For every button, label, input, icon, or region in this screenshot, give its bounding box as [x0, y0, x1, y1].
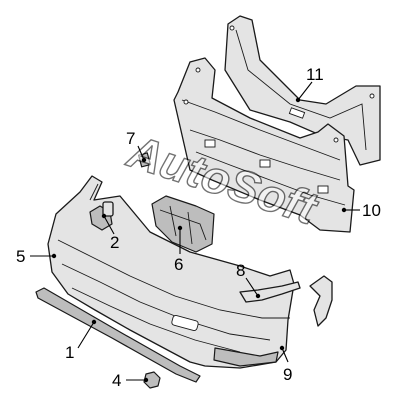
side-trim: [239, 281, 301, 303]
reinforcement-beam: [173, 57, 355, 233]
callout-9: 9: [283, 365, 292, 384]
callout-2: 2: [110, 233, 119, 252]
callout-4: 4: [112, 371, 121, 390]
callout-6: 6: [174, 255, 183, 274]
callout-11: 11: [306, 65, 324, 84]
nut: [143, 371, 161, 389]
lower-trim-strip: [35, 287, 201, 383]
callout-7: 7: [126, 129, 135, 148]
callout-5: 5: [16, 247, 25, 266]
callout-leaders: [30, 81, 360, 383]
callout-10: 10: [362, 201, 381, 220]
callout-1: 1: [65, 343, 74, 362]
corner-bracket: [309, 275, 333, 327]
callout-8: 8: [236, 261, 245, 280]
absorber-bracket: [151, 195, 215, 253]
mounting-bolt: [89, 201, 114, 231]
rear-panel-frame: [224, 15, 381, 166]
